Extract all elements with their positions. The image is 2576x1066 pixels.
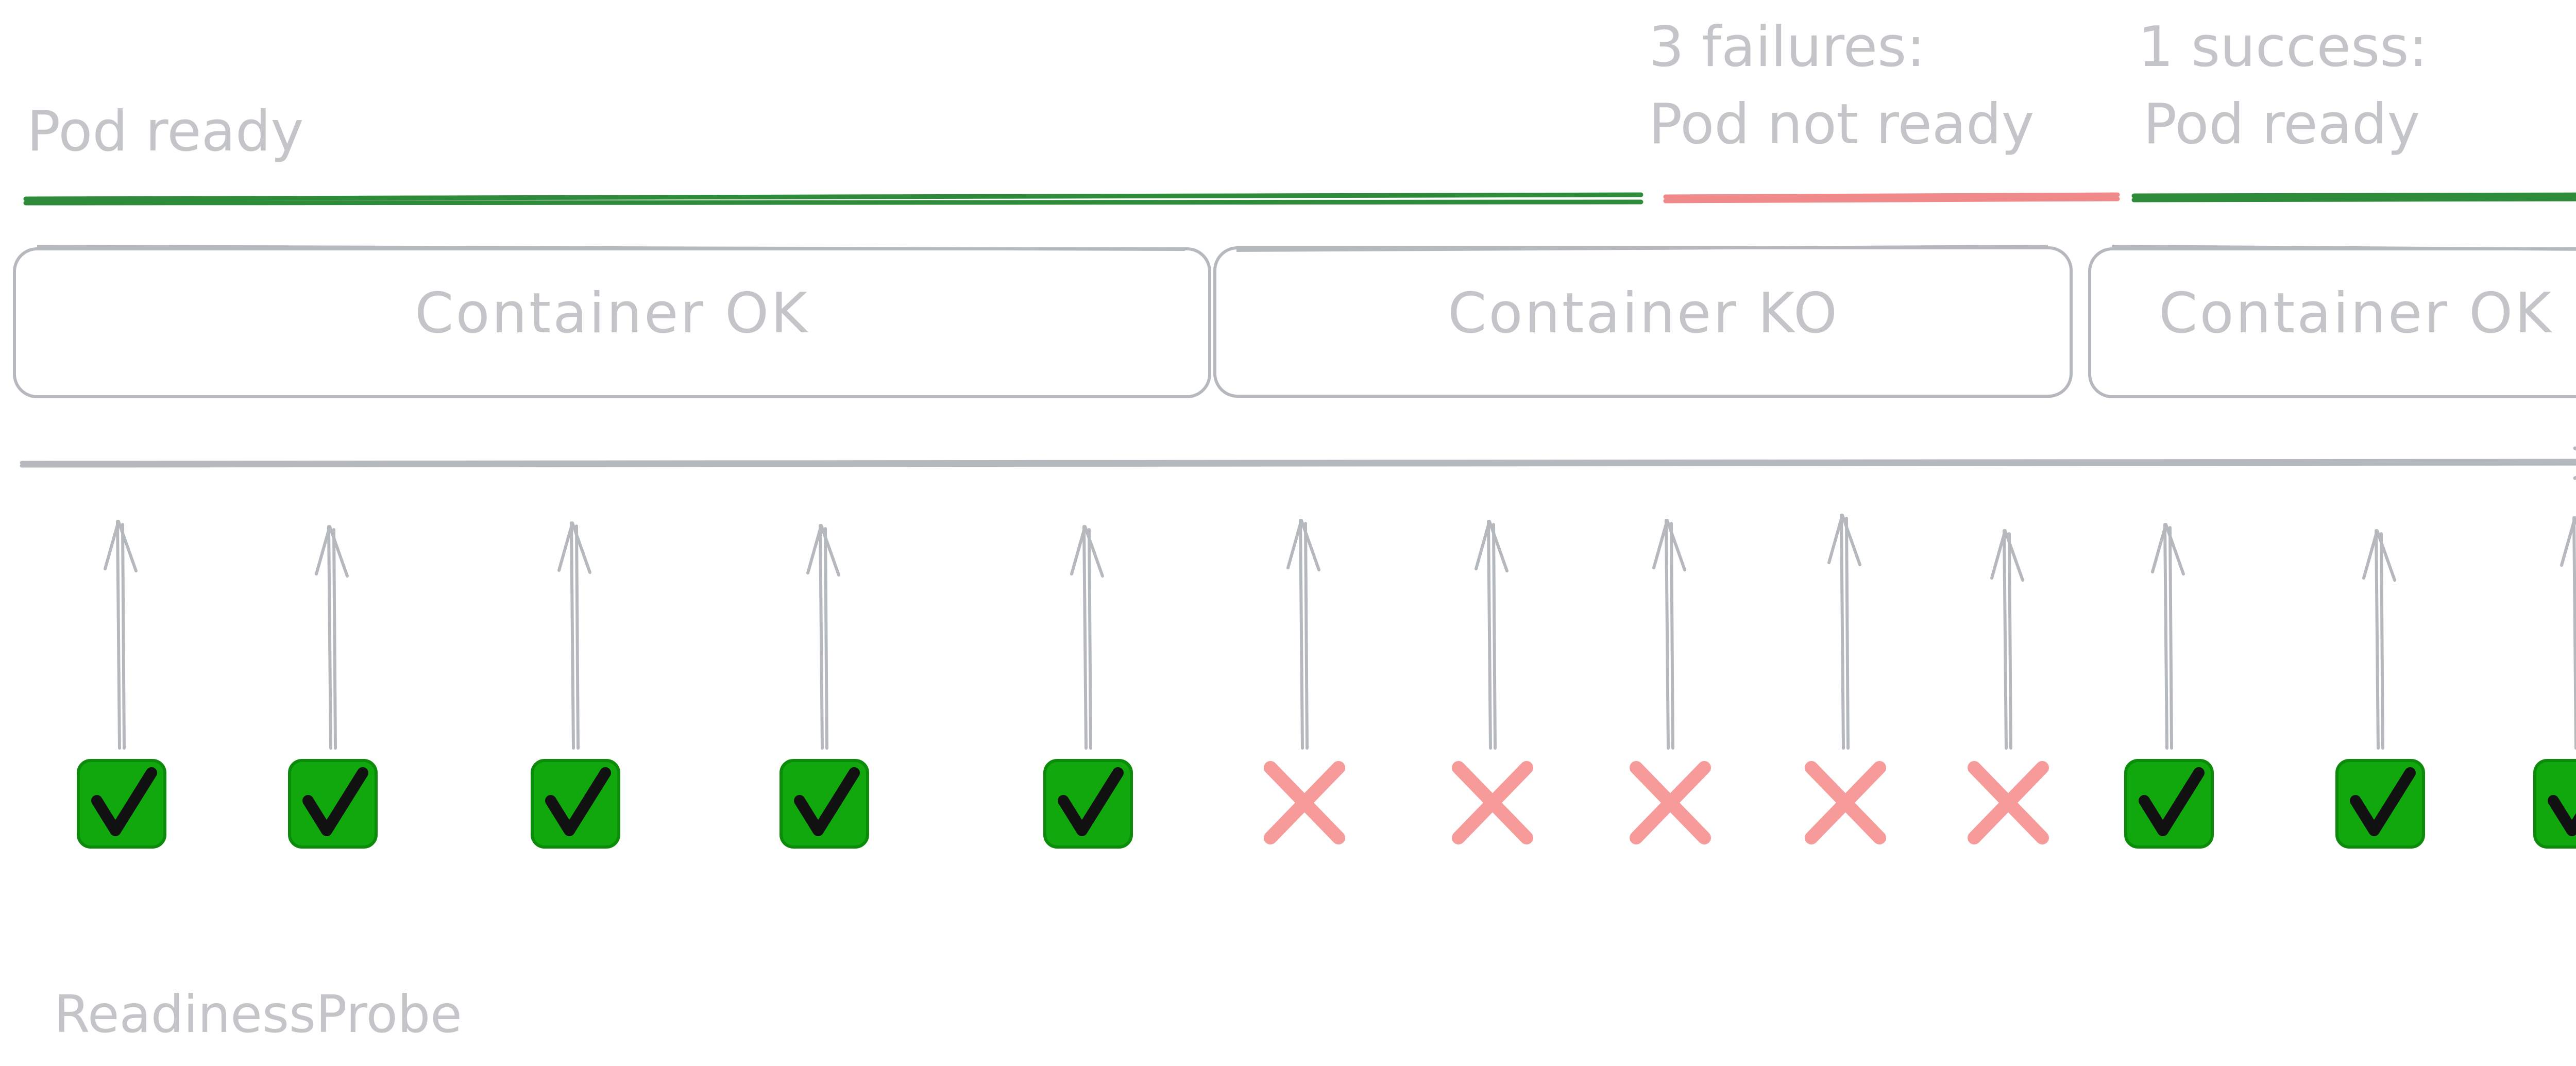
probe-12 bbox=[2335, 529, 2425, 849]
probe-arrow bbox=[104, 520, 138, 750]
probe-9 bbox=[1805, 514, 1886, 844]
probe-7 bbox=[1452, 520, 1533, 844]
check-box-icon bbox=[2335, 759, 2425, 849]
check-box-icon bbox=[779, 759, 869, 849]
probe-arrow bbox=[315, 525, 349, 750]
probe-arrow bbox=[1070, 525, 1104, 750]
container-1-label: Container OK bbox=[415, 281, 809, 346]
probe-arrow bbox=[1652, 519, 1686, 750]
timeline-arrow bbox=[20, 446, 2576, 480]
probe-arrow bbox=[2560, 516, 2576, 750]
container-2-label: Container KO bbox=[1448, 281, 1839, 346]
cross-icon bbox=[1452, 761, 1533, 844]
probe-arrow bbox=[1990, 529, 2024, 750]
check-box-icon bbox=[288, 759, 378, 849]
cross-icon bbox=[1630, 761, 1711, 844]
phase-3-label-line-2: Pod ready bbox=[2143, 92, 2420, 157]
check-box-icon bbox=[531, 759, 620, 849]
container-box-1: Container OK bbox=[13, 245, 1211, 398]
phase-1-label-line-1: Pod ready bbox=[27, 99, 303, 164]
probe-1 bbox=[77, 520, 166, 849]
probe-arrow bbox=[1827, 514, 1861, 750]
check-box-icon bbox=[2533, 759, 2576, 849]
probe-label: ReadinessProbe bbox=[54, 984, 462, 1044]
probe-11 bbox=[2124, 523, 2214, 849]
probe-4 bbox=[779, 524, 869, 849]
probe-arrow bbox=[806, 524, 840, 750]
check-box-icon bbox=[1043, 759, 1133, 849]
probe-arrow bbox=[1286, 519, 1320, 750]
probe-10 bbox=[1968, 529, 2049, 844]
check-box-icon bbox=[2124, 759, 2214, 849]
cross-icon bbox=[1805, 761, 1886, 844]
container-3-label: Container OK bbox=[2159, 281, 2553, 346]
probe-row bbox=[77, 514, 2576, 849]
container-box-2: Container KO bbox=[1213, 245, 2073, 398]
probe-arrow bbox=[2151, 523, 2185, 750]
probe-5 bbox=[1043, 525, 1133, 849]
phase-2-label-line-1: 3 failures: bbox=[1649, 15, 1925, 79]
container-box-3: Container OK bbox=[2088, 245, 2576, 398]
probe-3 bbox=[531, 521, 620, 849]
phase-2-status-line bbox=[1663, 192, 2120, 204]
probe-2 bbox=[288, 525, 378, 849]
cross-icon bbox=[1264, 761, 1345, 844]
phase-3-label-line-1: 1 success: bbox=[2138, 15, 2428, 79]
probe-13 bbox=[2533, 516, 2576, 849]
probe-8 bbox=[1630, 519, 1711, 844]
probe-arrow bbox=[557, 521, 591, 750]
phase-1-status-line bbox=[23, 192, 1643, 206]
phase-3-status-line bbox=[2131, 192, 2576, 202]
probe-arrow bbox=[2362, 529, 2396, 750]
probe-6 bbox=[1264, 519, 1345, 844]
probe-arrow bbox=[1475, 520, 1509, 750]
cross-icon bbox=[1968, 761, 2049, 844]
check-box-icon bbox=[77, 759, 166, 849]
phase-2-label-line-2: Pod not ready bbox=[1649, 92, 2035, 157]
